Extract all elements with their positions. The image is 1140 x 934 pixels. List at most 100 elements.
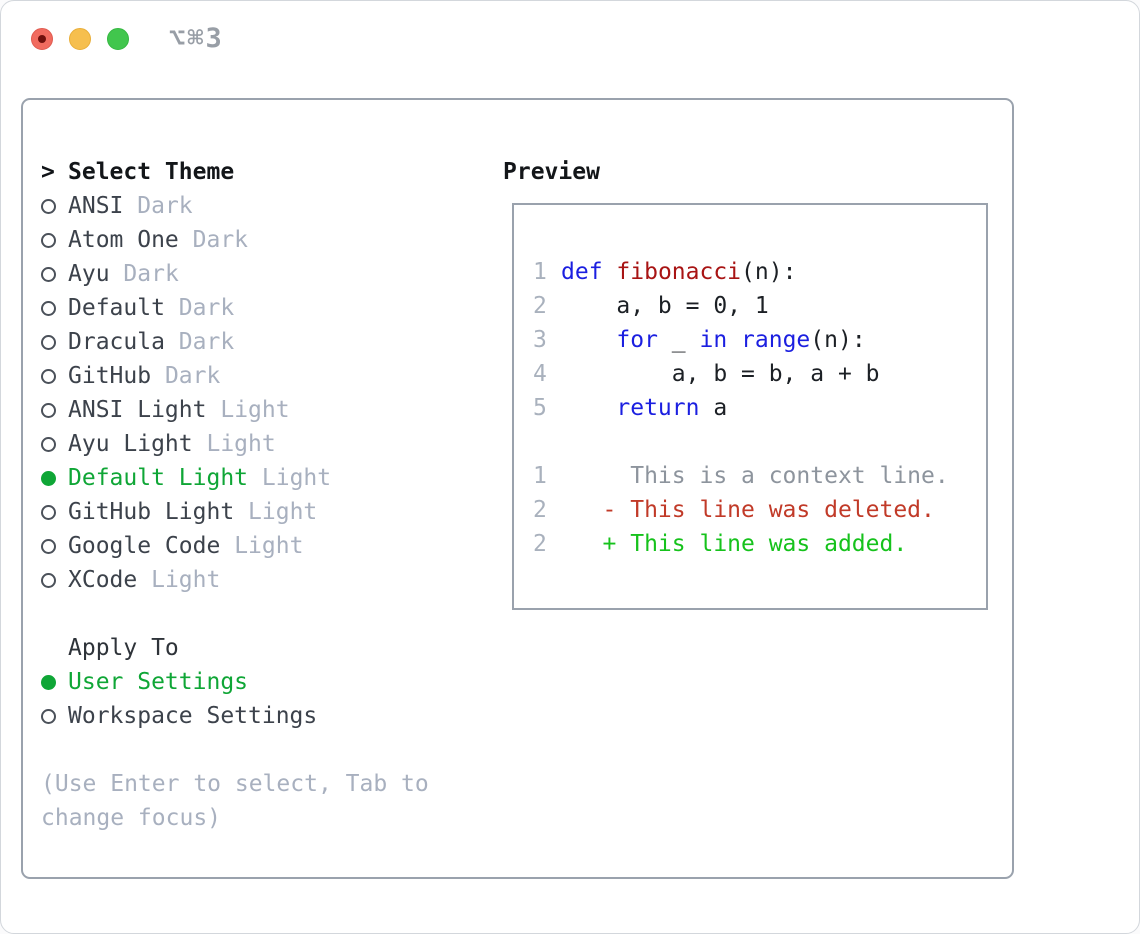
- line-number: 1: [533, 463, 547, 489]
- code-line: 4 a, b = b, a + b: [533, 357, 986, 391]
- code-segment: (n):: [810, 327, 866, 353]
- code-segment: def: [561, 259, 603, 285]
- theme-option-ansi-light[interactable]: ANSI Light Light: [41, 393, 503, 427]
- apply-to-header-row: Apply To: [41, 631, 503, 665]
- code-line: 2 a, b = 0, 1: [533, 289, 986, 323]
- diff-line: 2 + This line was added.: [533, 527, 986, 561]
- theme-option-label: Default Light: [68, 465, 249, 491]
- code-segment: + This line was added.: [561, 531, 908, 557]
- theme-option-label: ANSI: [68, 193, 124, 219]
- radio-icon: [41, 504, 56, 520]
- code-segment: in: [699, 327, 728, 353]
- code-segment: fibonacci: [616, 259, 742, 285]
- theme-option-label: Dracula: [68, 329, 165, 355]
- line-number: 2: [533, 531, 547, 557]
- preview-header-row: Preview: [503, 155, 988, 189]
- radio-marker: [41, 402, 68, 418]
- focus-pointer-icon: >: [41, 159, 55, 185]
- code-segment: This is a context line.: [561, 463, 949, 489]
- theme-option-label: Ayu: [68, 261, 110, 287]
- theme-option-label: Google Code: [68, 533, 221, 559]
- traffic-light-close-button[interactable]: [31, 28, 53, 50]
- theme-variant-label: Dark: [178, 329, 235, 355]
- line-number: 3: [533, 327, 547, 353]
- radio-marker: [41, 470, 68, 486]
- theme-option-label: GitHub Light: [68, 499, 235, 525]
- preview-section: Preview 1 def fibonacci (n): 2 a, b = 0, 1 3…: [503, 155, 988, 877]
- preview-header: Preview: [503, 159, 600, 185]
- code-line: 5 return a: [533, 391, 986, 425]
- apply-option-user-settings[interactable]: User Settings: [41, 665, 503, 699]
- line-number: 5: [533, 395, 547, 421]
- theme-variant-label: Dark: [192, 227, 249, 253]
- theme-variant-label: Light: [261, 465, 332, 491]
- code-segment: [561, 327, 616, 353]
- line-number: 4: [533, 361, 547, 387]
- radio-marker: [41, 232, 68, 248]
- theme-variant-label: Light: [220, 397, 290, 423]
- theme-option-atom-one[interactable]: Atom One Dark: [41, 223, 503, 257]
- code-segment: _: [657, 327, 700, 353]
- help-text: (Use Enter to select, Tab to change focu…: [41, 771, 429, 831]
- spacer: [533, 425, 986, 459]
- unsaved-changes-dot-icon: [38, 35, 46, 43]
- code-segment: - This line was deleted.: [561, 497, 935, 523]
- theme-option-label: Ayu Light: [68, 431, 193, 457]
- theme-option-ayu-light[interactable]: Ayu Light Light: [41, 427, 503, 461]
- diff-line: 1 This is a context line.: [533, 459, 986, 493]
- apply-option-label: User Settings: [68, 669, 249, 695]
- radio-marker: [41, 674, 68, 690]
- radio-icon: [41, 334, 56, 350]
- theme-variant-label: Dark: [123, 261, 179, 287]
- radio-marker: [41, 538, 68, 554]
- titlebar: ⌥⌘3: [1, 1, 1139, 98]
- theme-option-default-light[interactable]: Default Light Light: [41, 461, 503, 495]
- radio-marker: [41, 334, 68, 350]
- radio-icon: [41, 436, 56, 452]
- theme-variant-label: Light: [206, 431, 276, 457]
- theme-option-ayu[interactable]: Ayu Dark: [41, 257, 503, 291]
- traffic-light-minimize-button[interactable]: [69, 28, 91, 50]
- theme-variant-label: Dark: [178, 295, 235, 321]
- theme-option-dracula[interactable]: Dracula Dark: [41, 325, 503, 359]
- code-segment: [561, 395, 616, 421]
- code-segment: a: [699, 395, 728, 421]
- radio-marker: [41, 436, 68, 452]
- code-segment: a, b = 0, 1: [561, 293, 769, 319]
- radio-icon: [41, 300, 56, 316]
- radio-icon: [41, 368, 56, 384]
- traffic-light-zoom-button[interactable]: [107, 28, 129, 50]
- radio-icon: [41, 232, 56, 248]
- radio-icon: [41, 198, 56, 214]
- window-shortcut-label: ⌥⌘3: [169, 23, 224, 54]
- radio-marker: [41, 504, 68, 520]
- radio-icon: [41, 538, 56, 554]
- select-theme-header-row: > Select Theme: [41, 155, 503, 189]
- radio-icon: [41, 266, 56, 282]
- theme-option-label: GitHub: [68, 363, 152, 389]
- code-segment: a, b = b, a + b: [561, 361, 880, 387]
- code-segment: return: [616, 395, 700, 421]
- radio-marker: [41, 368, 68, 384]
- theme-option-label: Atom One: [68, 227, 179, 253]
- radio-icon: [41, 708, 56, 724]
- diff-line: 2 - This line was deleted.: [533, 493, 986, 527]
- radio-selected-icon: [41, 674, 56, 690]
- theme-option-label: ANSI Light: [68, 397, 207, 423]
- radio-icon: [41, 572, 56, 588]
- apply-option-workspace-settings[interactable]: Workspace Settings: [41, 699, 503, 733]
- theme-variant-label: Light: [151, 567, 221, 593]
- radio-marker: [41, 708, 68, 724]
- radio-marker: [41, 198, 68, 214]
- radio-marker: [41, 266, 68, 282]
